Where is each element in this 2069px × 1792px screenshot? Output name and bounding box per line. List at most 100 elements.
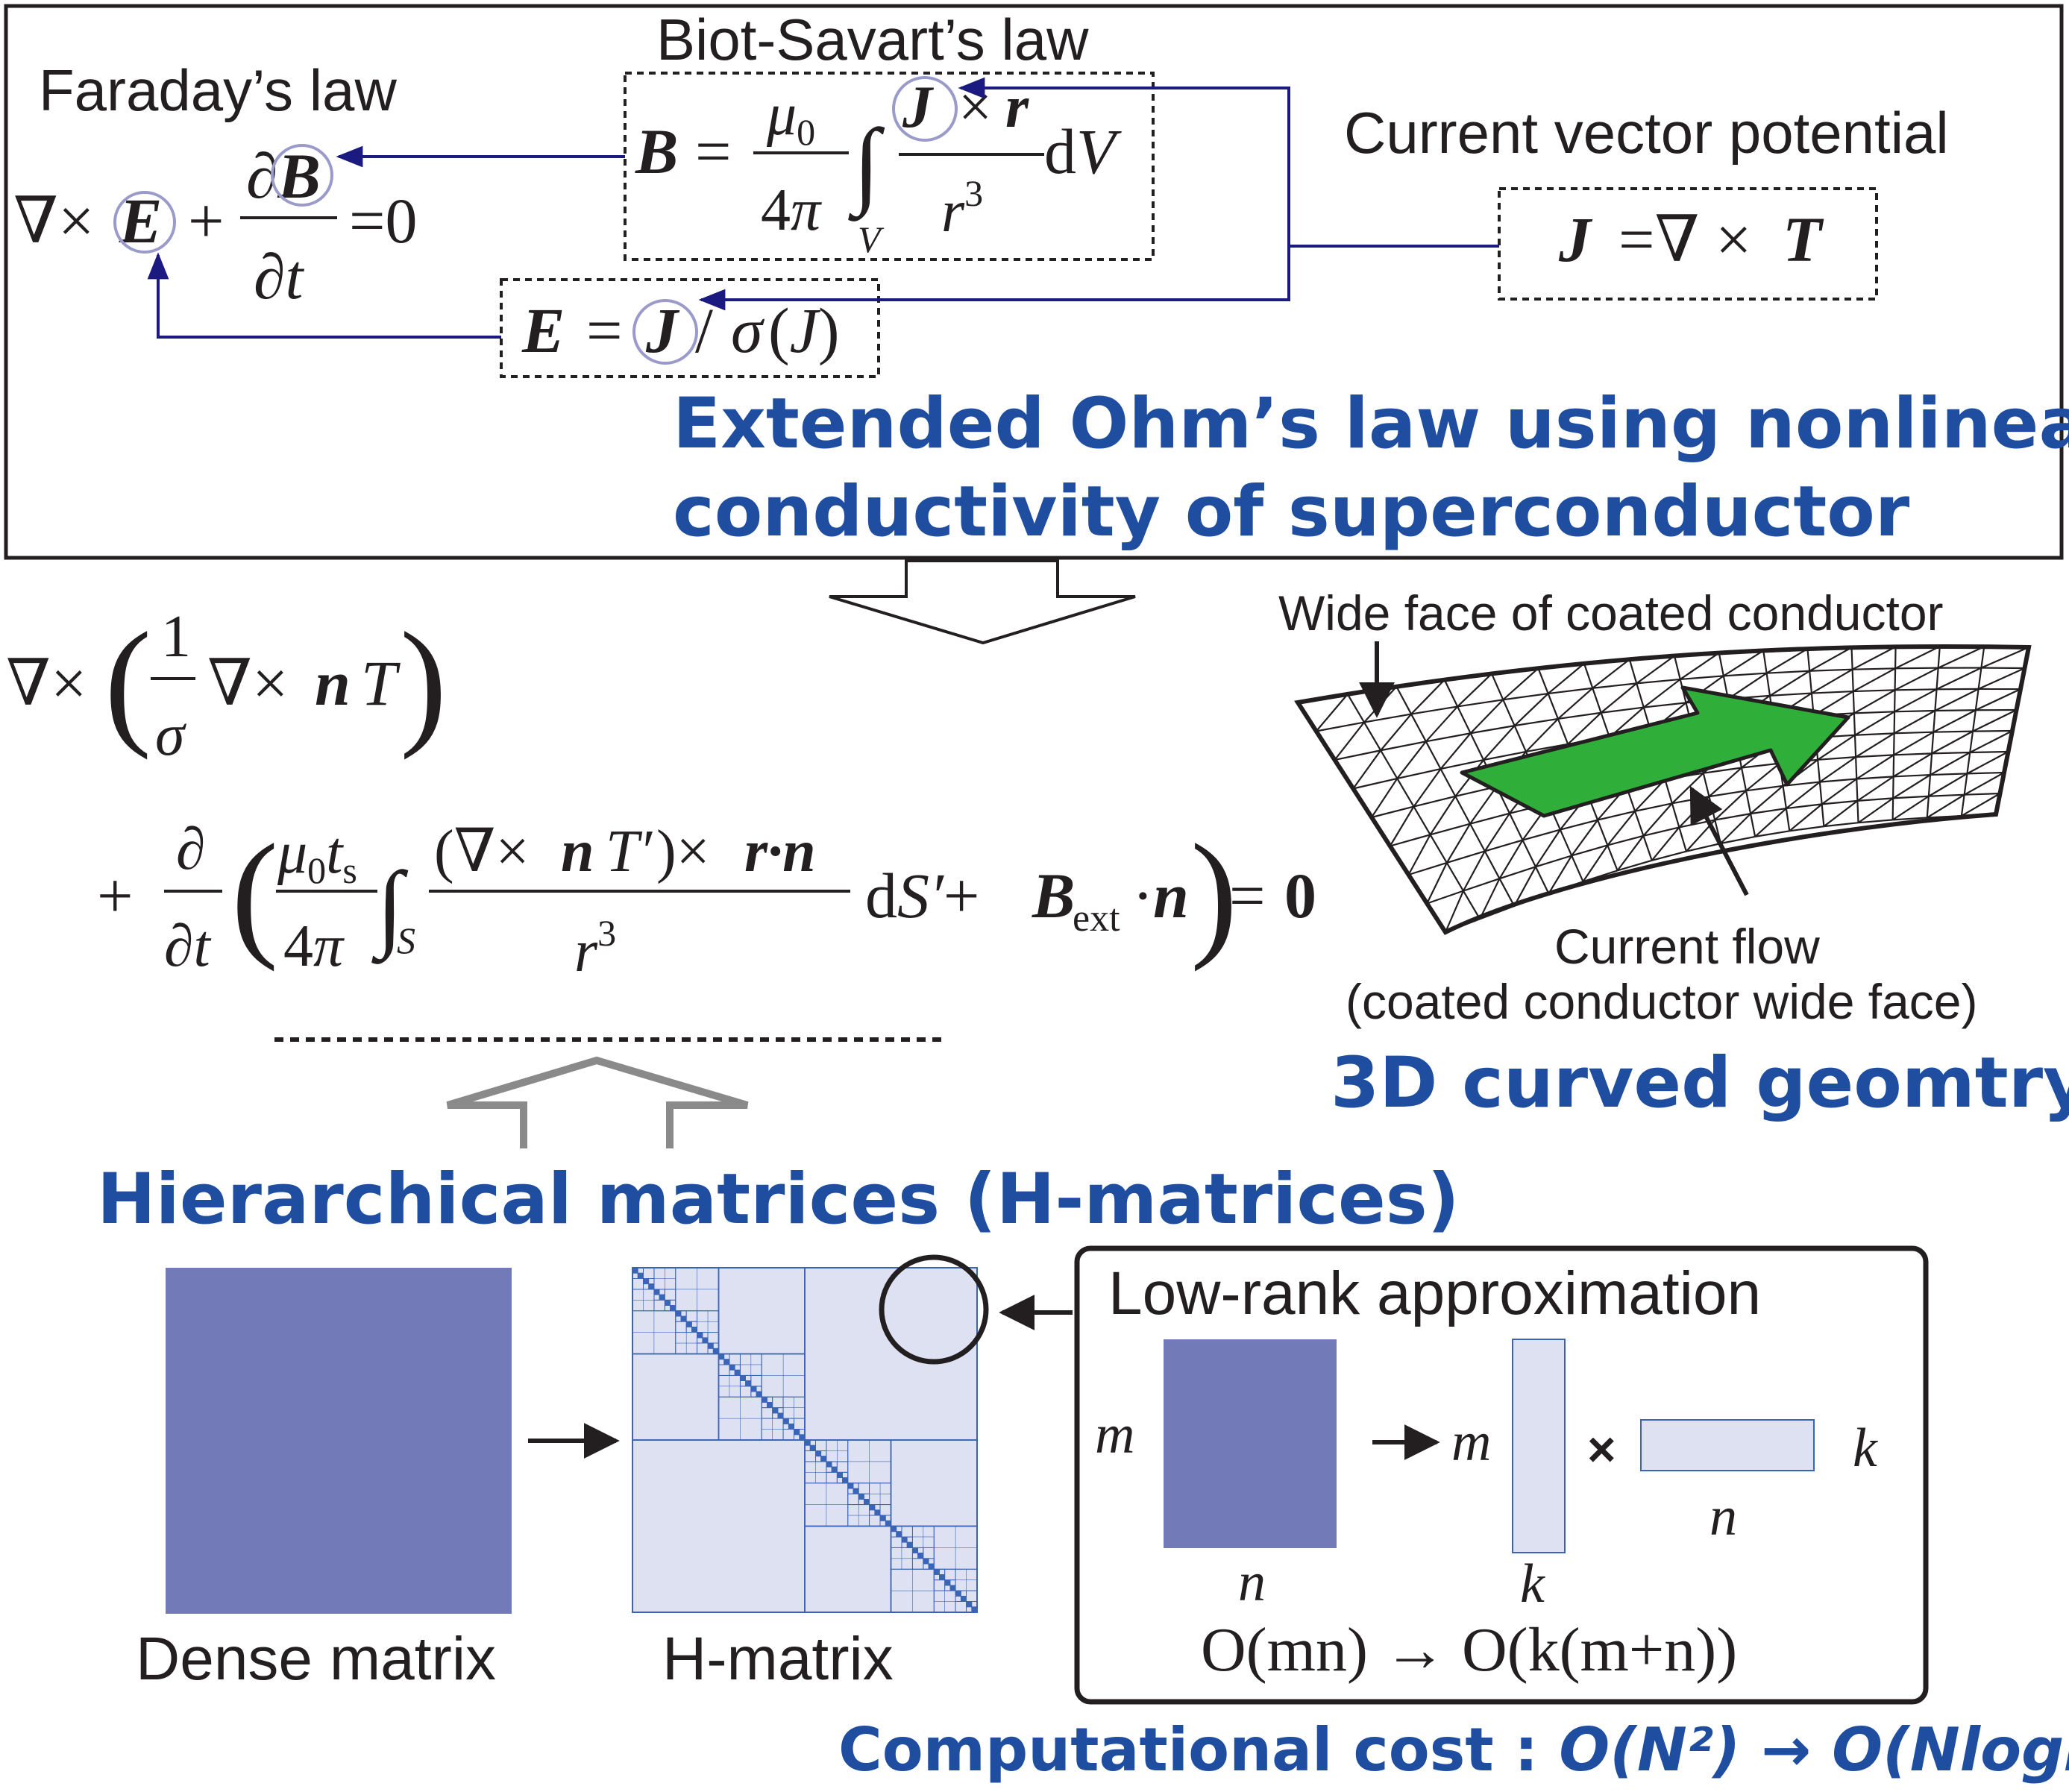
svg-text:=∇ ×: =∇ × — [1619, 204, 1752, 275]
lowrank-times-sign: × — [1587, 1421, 1616, 1477]
ohm-to-faraday-e-arrow — [147, 252, 501, 339]
wide-face-label: Wide face of coated conductor — [1278, 585, 1944, 641]
lowrank-u-factor — [1512, 1339, 1566, 1553]
ohm-law-equation: E = J / σ (J) — [521, 295, 839, 366]
svg-text:): ) — [400, 604, 447, 761]
faraday-equation: ∇× E + ∂B ∂t =0 — [13, 140, 418, 312]
complexity-reduction: O(mn) → O(k(m+n)) — [1201, 1615, 1737, 1685]
svg-text:T: T — [361, 647, 401, 719]
computational-cost-line: Computational cost : O(N²) → O(NlogN) — [838, 1715, 2069, 1785]
svg-text:4π: 4π — [283, 914, 345, 979]
lowrank-k-right: k — [1853, 1418, 1878, 1479]
svg-text:1: 1 — [161, 604, 191, 670]
geometry-heading: 3D curved geomtry — [1331, 1043, 2069, 1124]
svg-text:μ0ts: μ0ts — [277, 820, 357, 891]
faraday-law-label: Faraday’s law — [39, 57, 397, 123]
biot-savart-box — [624, 72, 1155, 261]
svg-text:=0: =0 — [349, 185, 418, 257]
lowrank-m-left: m — [1095, 1404, 1134, 1465]
svg-text:∇×: ∇× — [6, 647, 87, 719]
svg-text:0: 0 — [1284, 860, 1316, 931]
ohm-law-box — [500, 278, 880, 378]
svg-text:∫: ∫ — [847, 110, 885, 221]
svg-text:T: T — [1783, 204, 1824, 275]
up-flow-arrow — [446, 1056, 749, 1148]
svg-text:μ0: μ0 — [766, 82, 815, 153]
top-panel-frame — [4, 4, 2064, 560]
svg-text:dV: dV — [1044, 116, 1122, 187]
svg-text:∂: ∂ — [176, 817, 206, 882]
lowrank-v-factor — [1640, 1419, 1815, 1471]
svg-text:J: J — [645, 295, 680, 366]
lowrank-full-block — [1164, 1339, 1337, 1548]
svg-text:r3: r3 — [574, 912, 616, 984]
connector-arrows — [147, 77, 1499, 339]
svg-text:∇×: ∇× — [207, 647, 289, 719]
current-flow-label-line1: Current flow — [1554, 919, 1820, 974]
svg-text:B: B — [1032, 860, 1075, 931]
current-flow-arrow — [1460, 685, 1850, 818]
extended-ohm-heading-line2: conductivity of superconductor — [673, 471, 1910, 553]
svg-text:σ: σ — [155, 702, 186, 768]
lowrank-n-right: n — [1709, 1486, 1737, 1547]
biot-savart-law-label: Biot-Savart’s law — [656, 7, 1089, 72]
svg-text:S: S — [397, 919, 415, 961]
svg-text:r3: r3 — [941, 172, 983, 245]
svg-text:B: B — [635, 116, 678, 187]
lowrank-k-bottom: k — [1520, 1553, 1545, 1615]
svg-text:)×: )× — [656, 819, 710, 884]
svg-text:T′: T′ — [606, 819, 653, 884]
svg-text:×: × — [958, 75, 992, 140]
current-flow-pointer-arrow — [1689, 785, 1749, 896]
svg-text:4π: 4π — [761, 177, 822, 243]
svg-text:V: V — [858, 219, 885, 260]
svg-text:E: E — [521, 295, 565, 366]
svg-text:σ: σ — [731, 295, 765, 366]
h-matrix — [632, 1267, 978, 1613]
svg-text:(: ( — [104, 604, 151, 761]
lowrank-n-left: n — [1238, 1552, 1266, 1613]
svg-text:+: + — [97, 860, 134, 931]
current-vector-potential-equation: J =∇ × T — [1558, 204, 1824, 275]
svg-text:∂t: ∂t — [254, 241, 305, 312]
svg-text:+: + — [188, 185, 225, 257]
curved-mesh — [1294, 644, 2032, 935]
svg-text:(J): (J) — [768, 295, 839, 366]
svg-text:·: · — [1132, 860, 1154, 931]
svg-text:r·n: r·n — [744, 819, 816, 884]
ohm-j-highlight-circle — [632, 299, 698, 365]
lowrank-m-right: m — [1451, 1412, 1491, 1473]
connector-to-ohm-arrow — [698, 246, 1290, 311]
svg-text:dS′+: dS′+ — [865, 860, 979, 931]
svg-text:(∇×: (∇× — [434, 819, 530, 884]
current-vector-potential-box — [1498, 187, 1878, 301]
svg-text:=: = — [586, 295, 623, 366]
biot-j-highlight-circle — [892, 76, 958, 142]
svg-text:ext: ext — [1073, 897, 1120, 940]
faraday-b-highlight-circle — [271, 144, 333, 207]
svg-text:n: n — [1153, 860, 1189, 931]
svg-text:J: J — [902, 75, 935, 140]
down-flow-arrow — [829, 559, 1136, 645]
svg-text:n: n — [561, 819, 594, 884]
lowrank-block-zoom-circle — [879, 1254, 989, 1365]
svg-text:(: ( — [231, 816, 278, 972]
faraday-e-highlight-circle — [113, 191, 176, 254]
h-matrix-label: H-matrix — [662, 1625, 894, 1693]
lowrank-title: Low-rank approximation — [1108, 1260, 1761, 1327]
svg-text:∫: ∫ — [371, 852, 408, 964]
lowrank-panel — [1074, 1245, 1929, 1705]
svg-text:J: J — [1558, 204, 1593, 275]
svg-text:∂t: ∂t — [164, 914, 212, 979]
governing-equation: ∇× ( 1 σ ∇× n T ) + ∂ ∂t ( μ0ts 4π ∫ S (… — [6, 604, 1316, 984]
dense-matrix — [166, 1268, 512, 1614]
extended-ohm-heading-line1: Extended Ohm’s law using nonlinear — [673, 383, 2069, 465]
dense-matrix-label: Dense matrix — [136, 1625, 496, 1693]
current-flow-label-line2: (coated conductor wide face) — [1346, 974, 1977, 1029]
biot-savart-equation: B = μ0 4π ∫ V J × r r3 dV — [635, 75, 1122, 260]
connector-to-biot-savart-arrow — [958, 77, 1290, 246]
svg-text:=: = — [695, 116, 732, 187]
svg-text:): ) — [1190, 816, 1237, 972]
svg-text:∇×: ∇× — [13, 185, 95, 257]
current-vector-potential-label: Current vector potential — [1344, 100, 1949, 166]
